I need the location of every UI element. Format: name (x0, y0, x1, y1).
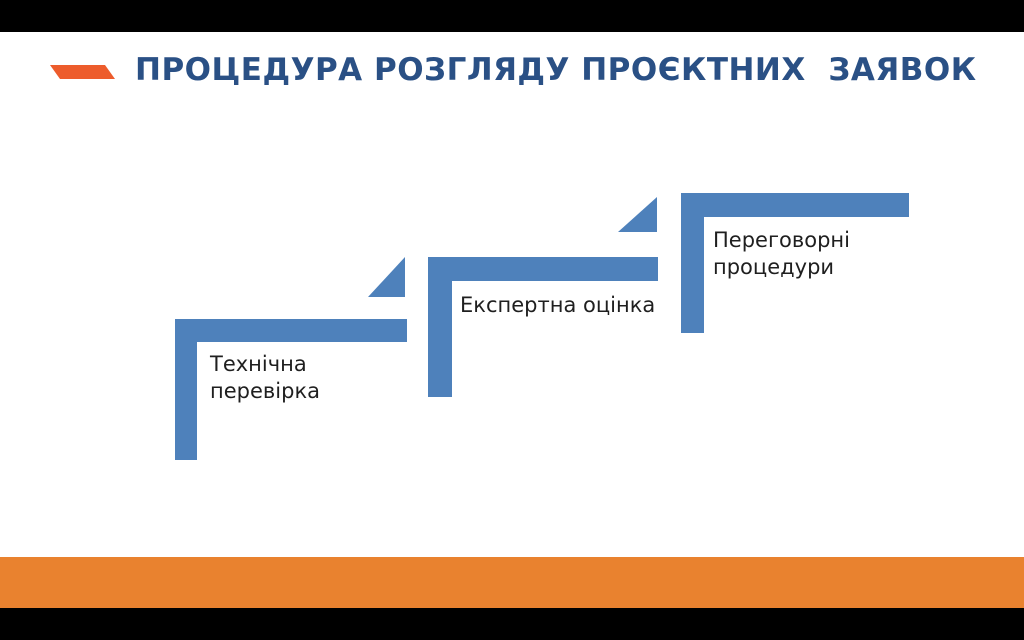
step-3-horizontal-bar (681, 193, 909, 217)
slide-footer-stripe (0, 557, 1024, 608)
step-3-label: Переговорні процедури (713, 228, 850, 279)
letterbox-top-bar (0, 0, 1024, 32)
ascend-triangle-icon (368, 257, 405, 297)
step-2-label: Експертна оцінка (460, 293, 656, 317)
ascend-triangle-icon (618, 197, 657, 232)
step-2-vertical-bar (428, 257, 452, 397)
step-1-label: Технічна перевірка (210, 352, 320, 403)
slide-title: ПРОЦЕДУРА РОЗГЛЯДУ ПРОЄКТНИХ ЗАЯВОК (135, 52, 977, 88)
step-3-vertical-bar (681, 193, 704, 333)
process-step-1: Технічна перевірка (175, 319, 407, 460)
step-1-vertical-bar (175, 319, 197, 460)
step-2-horizontal-bar (428, 257, 658, 281)
process-step-3: Переговорні процедури (681, 193, 909, 333)
letterbox-bottom-bar (0, 608, 1024, 640)
process-step-2: Експертна оцінка (428, 257, 658, 397)
slide: ПРОЦЕДУРА РОЗГЛЯДУ ПРОЄКТНИХ ЗАЯВОК Техн… (0, 32, 1024, 557)
orange-dash-icon (50, 65, 115, 79)
step-1-horizontal-bar (175, 319, 407, 342)
